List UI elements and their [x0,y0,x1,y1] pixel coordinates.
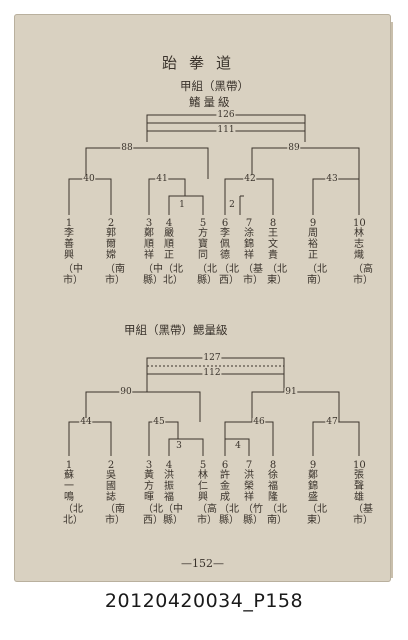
player-seed: 3 [145,218,153,229]
player-seed: 9 [309,218,317,229]
player-name: 周裕正 [308,228,318,261]
bracket1-subheading: 鰭量級 [189,95,233,109]
bracket2-semi-right: 91 [284,387,298,397]
player-seed: 1 [65,218,73,229]
bracket2-qf-2: 45 [152,417,166,427]
player-name: 洪榮祥 [244,470,254,503]
player-name: 吳國誌 [106,470,116,503]
player-name: 王文貴 [268,228,278,261]
player-name: 郭爾嫦 [106,228,116,261]
player-team: （基市） [243,264,263,286]
document-page: 跆拳道 甲組（黑帶） 鰭量級 126 111 88 89 40 41 42 43… [14,14,391,582]
bracket2-prelim-right: 4 [234,441,242,451]
player-seed: 2 [107,460,115,471]
player-name: 涂錦祥 [244,228,254,261]
player-team: （北縣） [197,264,217,286]
player-team: （北南） [267,504,287,526]
player-team: （北西） [219,264,239,286]
player-team: （南市） [105,264,125,286]
player-seed: 10 [353,460,366,471]
player-seed: 5 [199,218,207,229]
player-seed: 8 [269,218,277,229]
bracket1-qf-4: 43 [325,174,339,184]
page-title: 跆拳道 [161,54,243,72]
bracket2-qf-3: 46 [252,417,266,427]
player-team: （中市） [63,264,83,286]
player-seed: 9 [309,460,317,471]
bracket2-semi-left: 90 [119,387,133,397]
player-team: （北東） [307,504,327,526]
player-seed: 10 [353,218,366,229]
player-team: （中縣） [143,264,163,286]
player-name: 洪振福 [164,470,174,503]
player-team: （北西） [143,504,163,526]
player-seed: 7 [245,460,253,471]
player-name: 方寶同 [198,228,208,261]
player-name: 鄭順祥 [144,228,154,261]
bracket1-qf-1: 40 [82,174,96,184]
player-team: （竹縣） [243,504,263,526]
bracket1-semi-left: 88 [120,143,134,153]
bracket2-final-bottom: 112 [202,368,222,378]
bracket2-final-top: 127 [202,353,222,363]
player-seed: 6 [221,460,229,471]
player-team: （南市） [105,504,125,526]
player-name: 林志熾 [354,228,364,261]
player-seed: 4 [165,218,173,229]
player-seed: 4 [165,460,173,471]
image-caption: 20120420034_P158 [104,590,304,612]
player-team: （北北） [163,264,183,286]
player-team: （高市） [353,264,373,286]
bracket1-final-bottom: 111 [216,125,236,135]
player-team: （北東） [267,264,287,286]
player-seed: 1 [65,460,73,471]
player-seed: 5 [199,460,207,471]
bracket1-qf-2: 41 [155,174,169,184]
player-team: （中縣） [163,504,183,526]
player-team: （高市） [197,504,217,526]
player-name: 李善興 [64,228,74,261]
player-name: 黃方暉 [144,470,154,503]
player-team: （基市） [353,504,373,526]
bracket1-final-top: 126 [216,110,236,120]
player-seed: 6 [221,218,229,229]
player-name: 鄭錦盛 [308,470,318,503]
player-name: 林仁興 [198,470,208,503]
player-name: 張聲雄 [354,470,364,503]
player-team: （北北） [63,504,83,526]
player-team: （北縣） [219,504,239,526]
player-seed: 7 [245,218,253,229]
bracket1-heading: 甲組（黑帶） [180,79,249,93]
bracket2-prelim-left: 3 [175,441,183,451]
player-name: 李佩德 [220,228,230,261]
page-number: —152— [181,557,224,570]
bracket1-prelim-left: 1 [178,200,186,210]
player-name: 蘇一鳴 [64,470,74,503]
player-team: （北南） [307,264,327,286]
player-seed: 2 [107,218,115,229]
player-name: 嚴順正 [164,228,174,261]
bracket2-qf-4: 47 [325,417,339,427]
player-seed: 8 [269,460,277,471]
bracket2-qf-1: 44 [79,417,93,427]
bracket1-qf-3: 42 [243,174,257,184]
player-seed: 3 [145,460,153,471]
player-name: 許金成 [220,470,230,503]
bracket2-heading: 甲組（黑帶）鰓量級 [124,323,228,337]
bracket1-prelim-right: 2 [228,200,236,210]
bracket1-semi-right: 89 [287,143,301,153]
player-name: 徐福隆 [268,470,278,503]
